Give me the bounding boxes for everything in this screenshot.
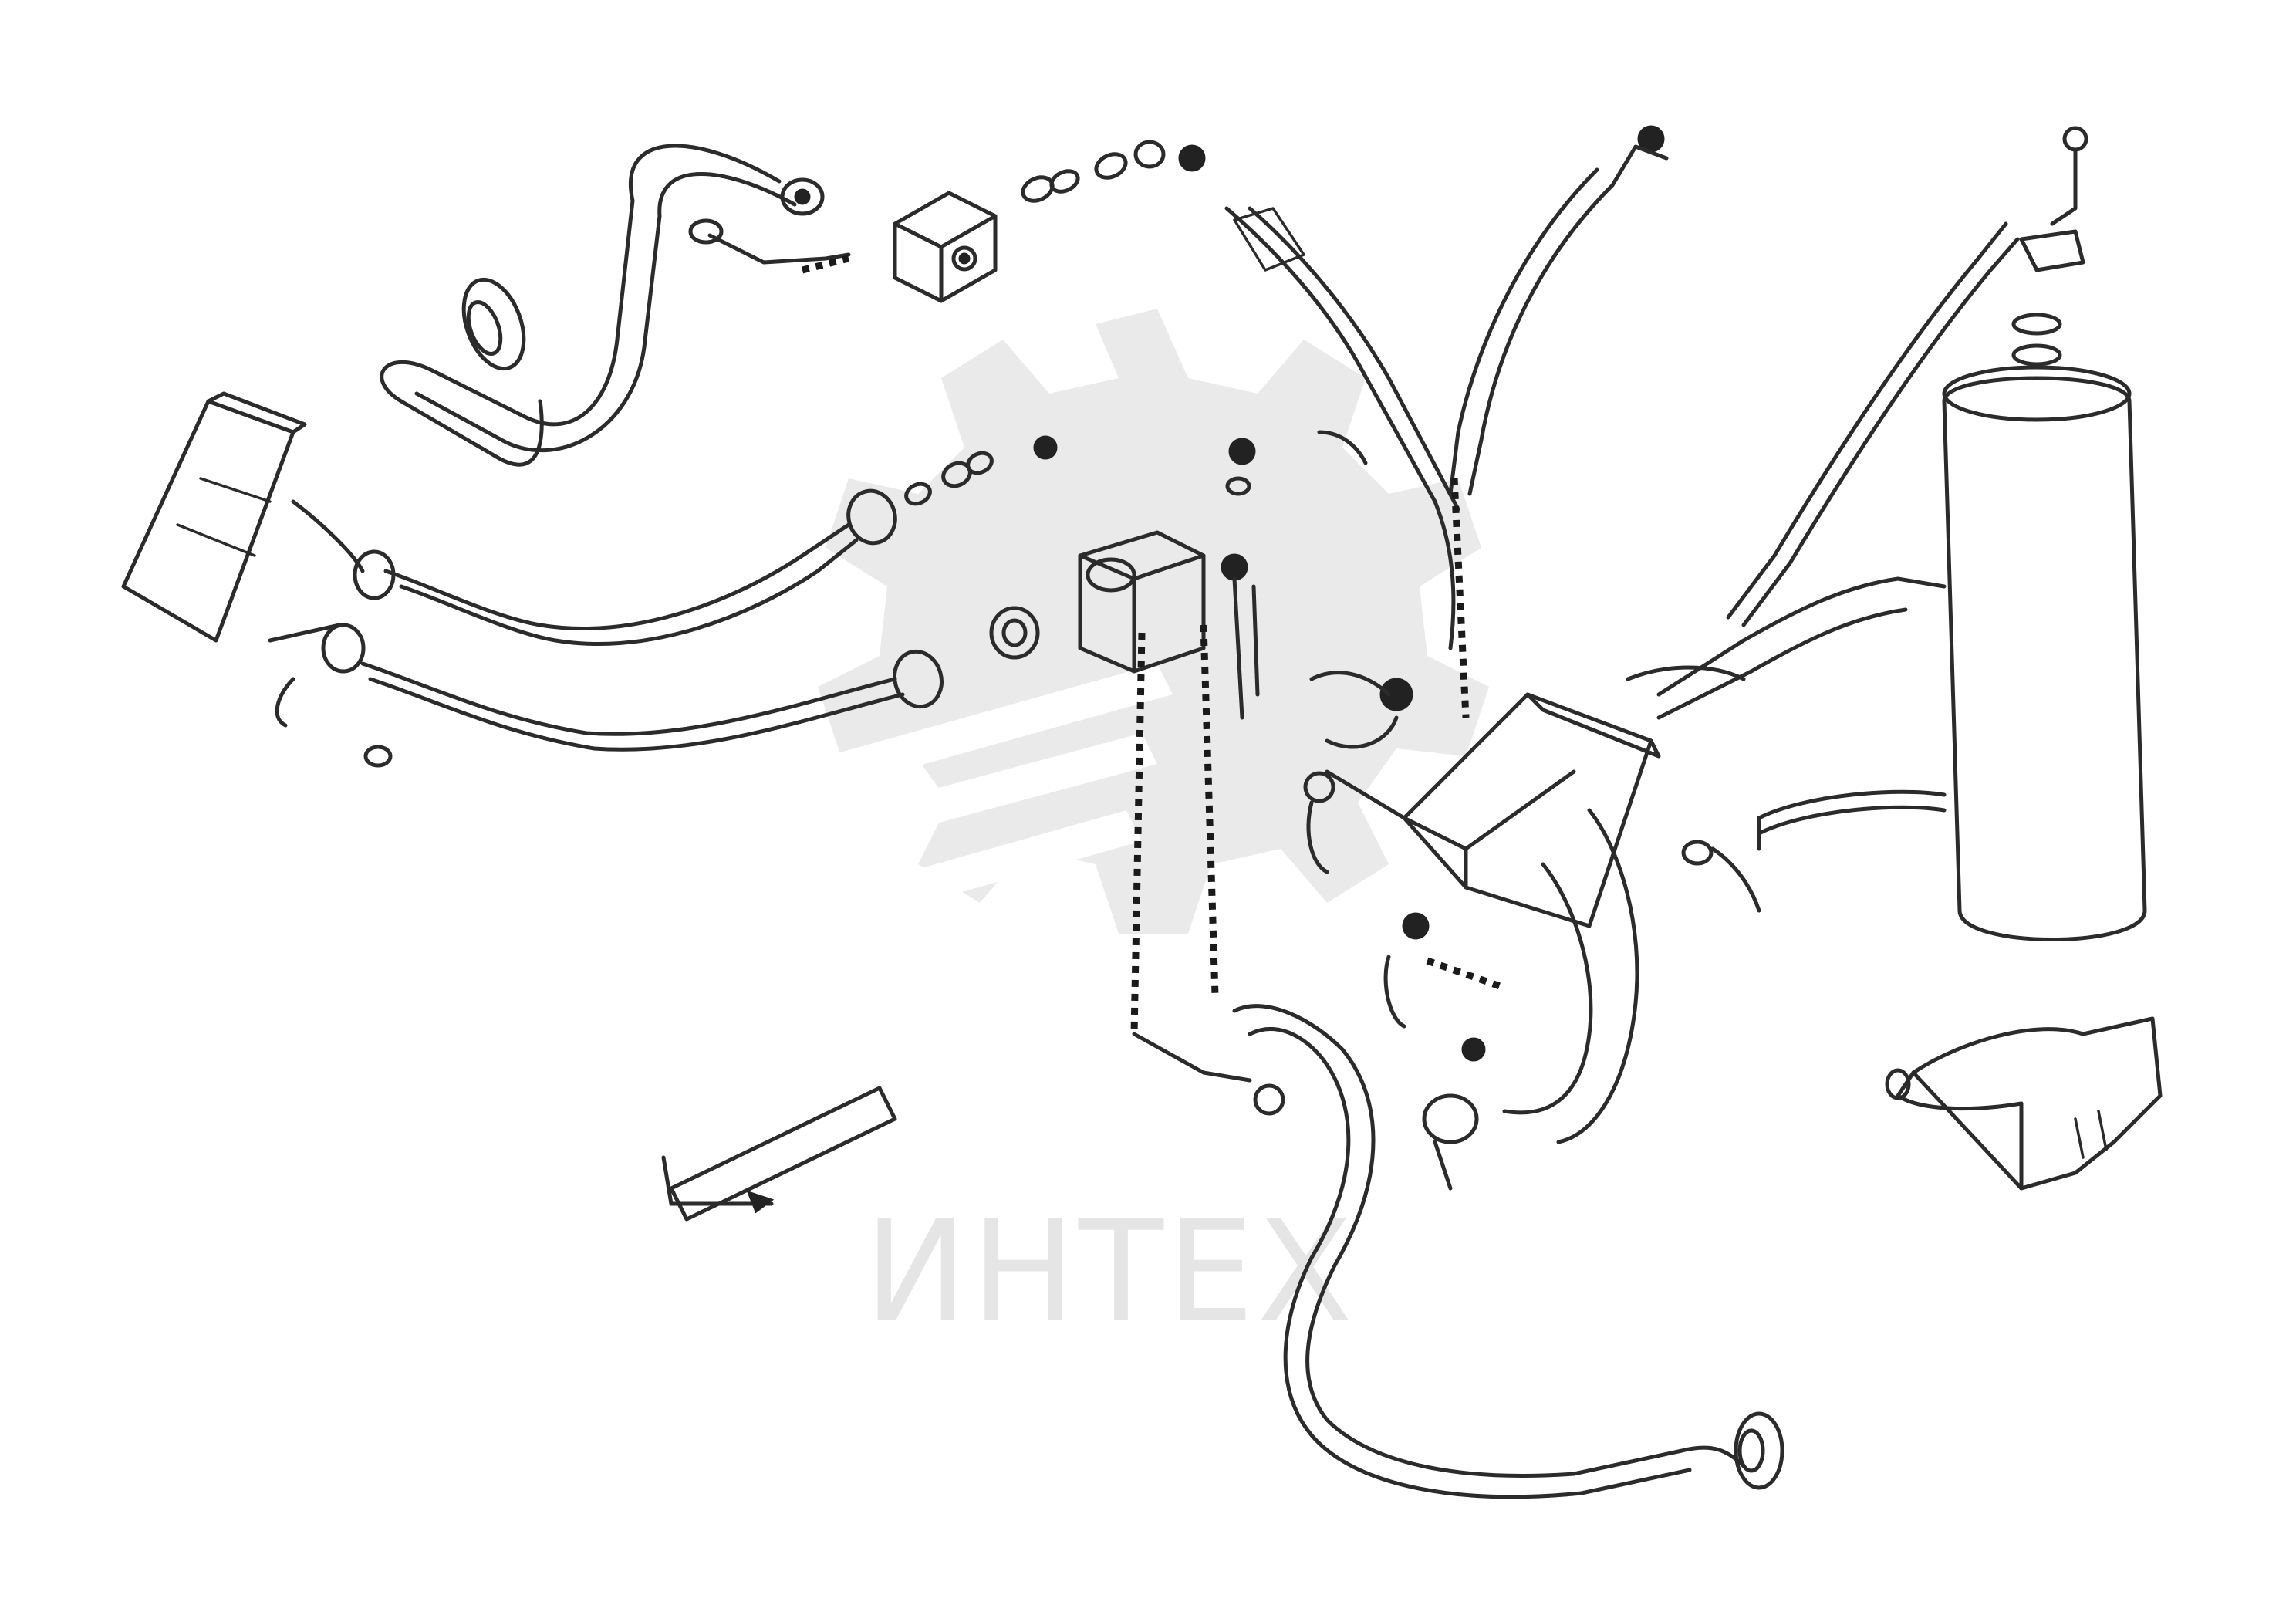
filter-housing [893, 191, 998, 303]
cooler [1309, 671, 1661, 928]
tank [1757, 126, 2147, 941]
watermark-logo [741, 309, 1489, 941]
top-fittings [688, 140, 1206, 274]
mid-fittings [904, 430, 1368, 506]
cooler-right-hoses [1626, 221, 2020, 720]
upper-hose [380, 144, 797, 467]
top-right-hose [1448, 125, 1669, 718]
direction-arrow-icon [661, 1086, 897, 1222]
lower-hose [1232, 808, 1784, 1499]
bracket [1885, 1016, 2163, 1191]
dotted-lines [1130, 624, 1285, 1116]
valve-block [1078, 530, 1260, 720]
left-manifold [121, 391, 396, 768]
center-hose [1224, 206, 1460, 650]
watermark-text: ИНТЕХ [864, 1191, 1356, 1353]
manifold-hoses [360, 488, 1040, 752]
lower-components [1303, 771, 1761, 1062]
